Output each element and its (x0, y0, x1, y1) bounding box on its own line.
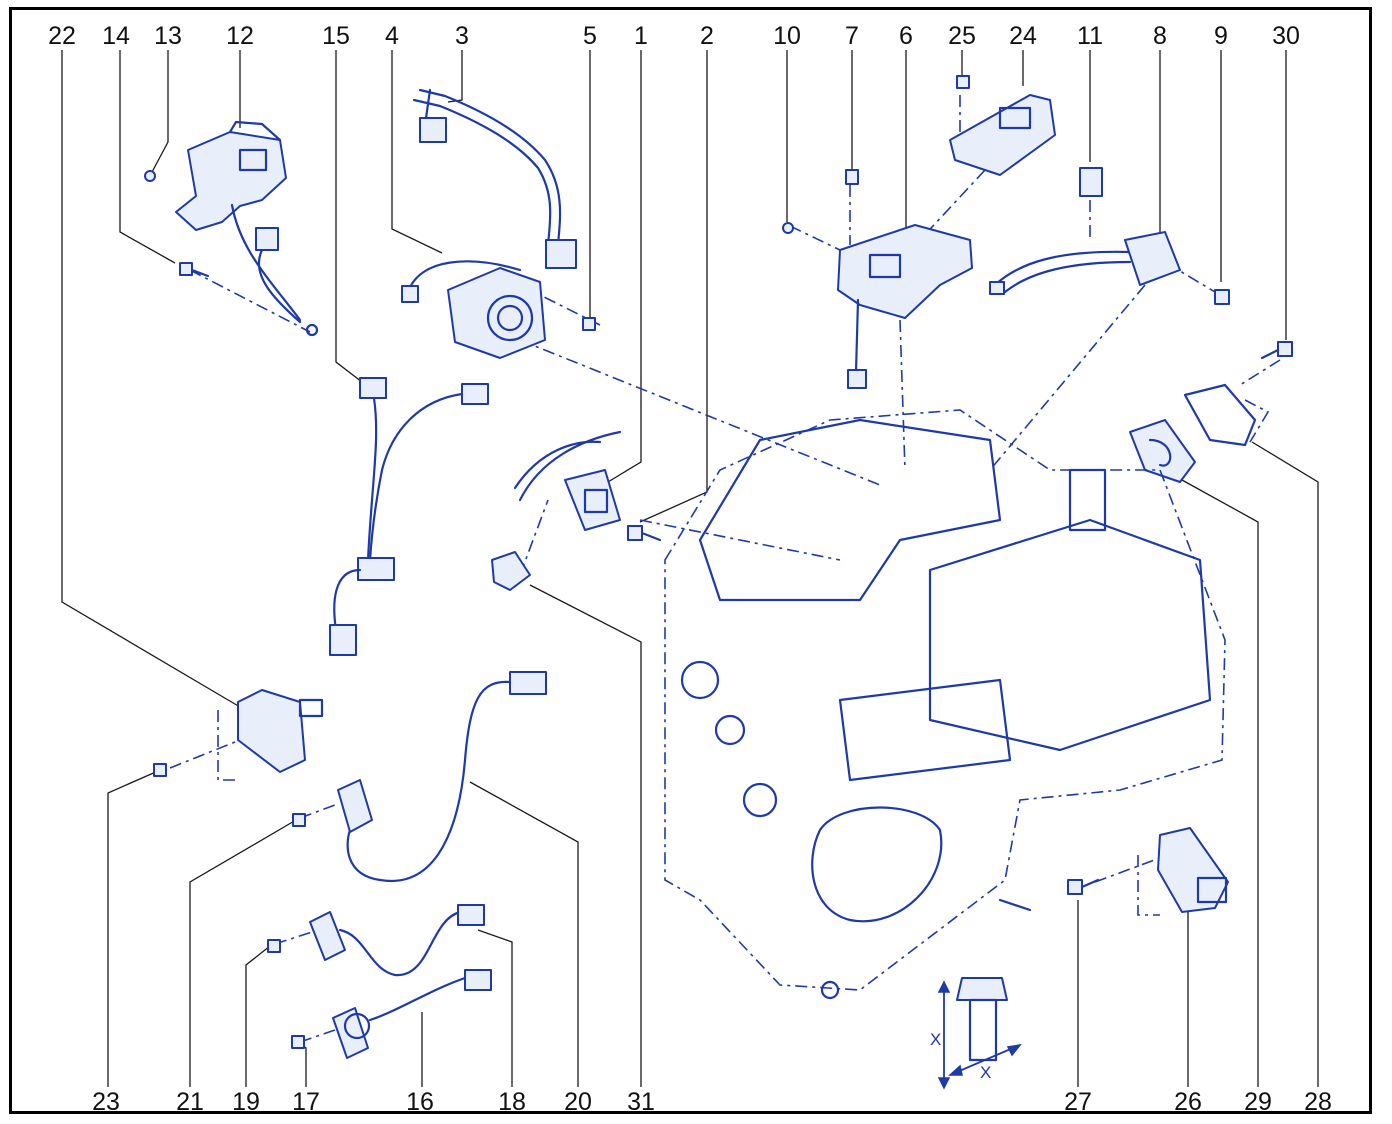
part-12-control-block (175, 120, 319, 337)
callout-15: 15 (322, 22, 350, 50)
part-8-harness (989, 231, 1181, 295)
callout-6: 6 (899, 22, 913, 50)
callout-3: 3 (455, 22, 469, 50)
callout-21: 21 (176, 1088, 204, 1116)
callout-10: 10 (773, 22, 801, 50)
callout-31: 31 (627, 1088, 655, 1116)
part-10-nut (782, 222, 794, 234)
callout-labels-bottom: 23 21 19 17 16 18 20 31 27 26 29 28 (92, 1088, 1332, 1116)
callout-24: 24 (1009, 22, 1037, 50)
part-28-gasket (1183, 383, 1257, 447)
callout-20: 20 (564, 1088, 592, 1116)
part-6-valve-body (837, 224, 973, 389)
leader-lines (61, 50, 1319, 1087)
callout-13: 13 (154, 22, 182, 50)
dimension-x-horizontal: X (980, 1063, 991, 1082)
callout-14: 14 (102, 22, 130, 50)
part-1-connector-harness (513, 430, 622, 531)
part-29-cover (1129, 419, 1196, 483)
callout-1: 1 (634, 22, 648, 50)
part-11-clip (1079, 167, 1103, 197)
callout-labels-top: 22 14 13 12 15 4 3 5 1 2 10 7 6 25 24 11… (48, 22, 1300, 50)
part-5-screw (582, 317, 596, 331)
part-30-bolt (1260, 341, 1293, 360)
part-7-screw (845, 169, 859, 185)
callout-5: 5 (583, 22, 597, 50)
callout-28: 28 (1304, 1088, 1332, 1116)
part-23-screw (153, 763, 167, 777)
part-31-sensor (491, 551, 531, 591)
part-14-bolt (179, 262, 210, 278)
part-20-harness (337, 671, 547, 883)
part-15-harness (329, 377, 489, 656)
part-19-screw (267, 939, 281, 953)
callout-27: 27 (1064, 1088, 1092, 1116)
callout-7: 7 (845, 22, 859, 50)
callout-30: 30 (1272, 22, 1300, 50)
callout-23: 23 (92, 1088, 120, 1116)
part-3-harness (412, 88, 577, 269)
callout-12: 12 (226, 22, 254, 50)
dimension-x-vertical: X (930, 1030, 941, 1049)
part-9-bolt (1214, 289, 1230, 305)
callout-2: 2 (700, 22, 714, 50)
part-18-harness (309, 904, 485, 977)
callout-11: 11 (1077, 22, 1103, 50)
callout-18: 18 (498, 1088, 526, 1116)
callout-29: 29 (1244, 1088, 1272, 1116)
dimension-detail: X X (930, 977, 1022, 1090)
part-24-cover (949, 94, 1056, 176)
callout-22: 22 (48, 22, 76, 50)
callout-4: 4 (385, 22, 399, 50)
part-27-bolt (1067, 878, 1100, 895)
part-26-sensor (1157, 827, 1229, 913)
part-transmission-housing (664, 409, 1226, 1000)
part-16-harness (332, 969, 492, 1059)
callout-8: 8 (1153, 22, 1167, 50)
part-22-sensor (237, 689, 324, 773)
part-25-screw (956, 75, 970, 89)
callout-17: 17 (292, 1088, 320, 1116)
callout-26: 26 (1174, 1088, 1202, 1116)
part-21-screw (292, 813, 306, 827)
callout-19: 19 (232, 1088, 260, 1116)
callout-16: 16 (406, 1088, 434, 1116)
part-13-screw (144, 170, 156, 182)
part-2-bolt (627, 525, 662, 542)
callout-9: 9 (1214, 22, 1228, 50)
part-4-actuator (401, 260, 546, 359)
part-17-screw (291, 1035, 305, 1049)
callout-25: 25 (948, 22, 976, 50)
